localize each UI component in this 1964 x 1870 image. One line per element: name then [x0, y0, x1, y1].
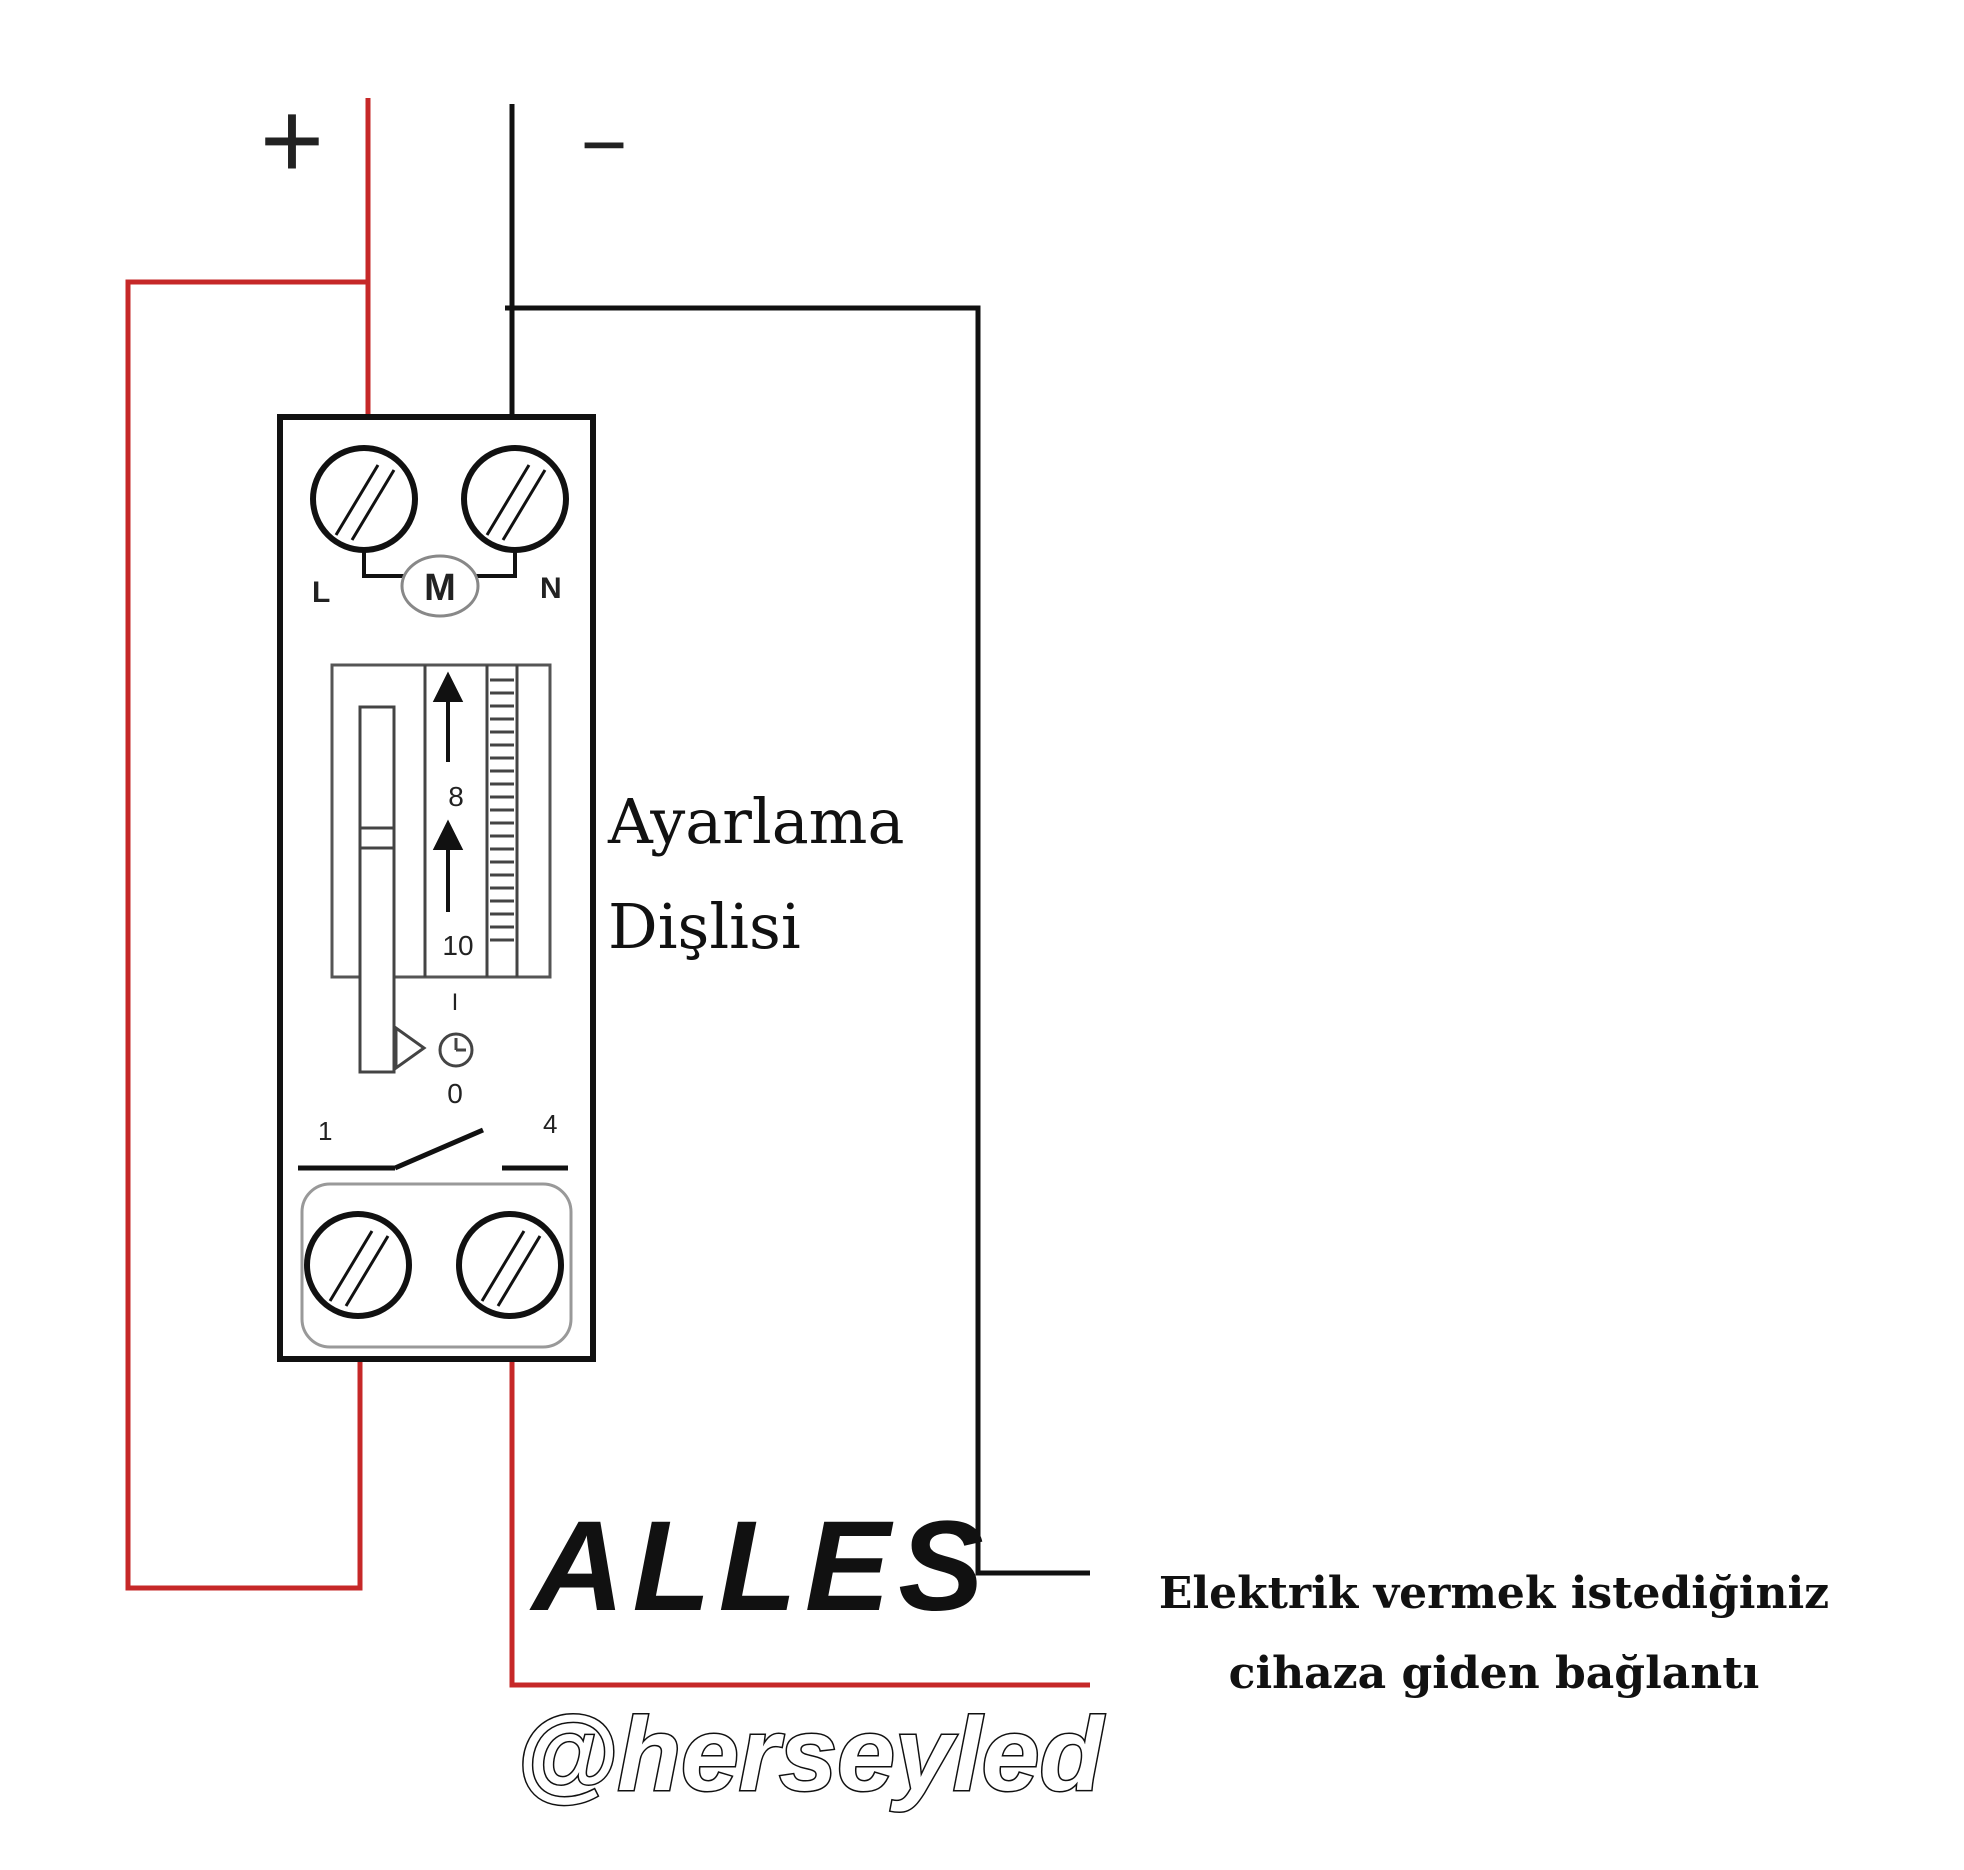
output-4-label: 4 — [543, 1109, 557, 1139]
clock-icon — [438, 1032, 474, 1068]
dial-mark-0: 0 — [447, 1078, 463, 1109]
gear-ticks — [490, 678, 514, 942]
pointer-triangle-icon — [394, 1025, 427, 1071]
dial-mark-10: 10 — [442, 930, 473, 961]
terminal-l — [310, 445, 418, 553]
plus-label: + — [260, 79, 324, 202]
terminal-n — [461, 445, 569, 553]
dial-mark-i: I — [452, 989, 459, 1016]
terminal-1 — [304, 1211, 412, 1319]
output-label-line1: Elektrik vermek istediğiniz — [1159, 1568, 1829, 1619]
dial-arrow-icon — [432, 671, 464, 912]
switch-contact — [298, 1127, 568, 1171]
terminal-n-label: N — [540, 572, 562, 605]
bottom-terminal-frame — [300, 1182, 573, 1349]
minus-label: − — [581, 100, 628, 189]
neutral-wire — [505, 104, 1090, 1576]
brand-name: ALLES — [529, 1495, 992, 1638]
motor-circuit — [362, 550, 517, 618]
gear-label-line1: Ayarlama — [607, 785, 904, 858]
terminal-4 — [456, 1211, 564, 1319]
terminal-l-label: L — [312, 576, 330, 609]
live-wire — [125, 98, 1090, 1688]
gear-label-line2: Dişlisi — [608, 890, 801, 963]
motor-label: M — [424, 567, 456, 609]
setting-dial — [330, 663, 552, 1074]
brand-handle: @herseyled — [516, 1697, 1106, 1813]
output-1-label: 1 — [318, 1116, 332, 1146]
dial-mark-8: 8 — [448, 781, 464, 812]
output-label-line2: cihaza giden bağlantı — [1229, 1648, 1760, 1699]
